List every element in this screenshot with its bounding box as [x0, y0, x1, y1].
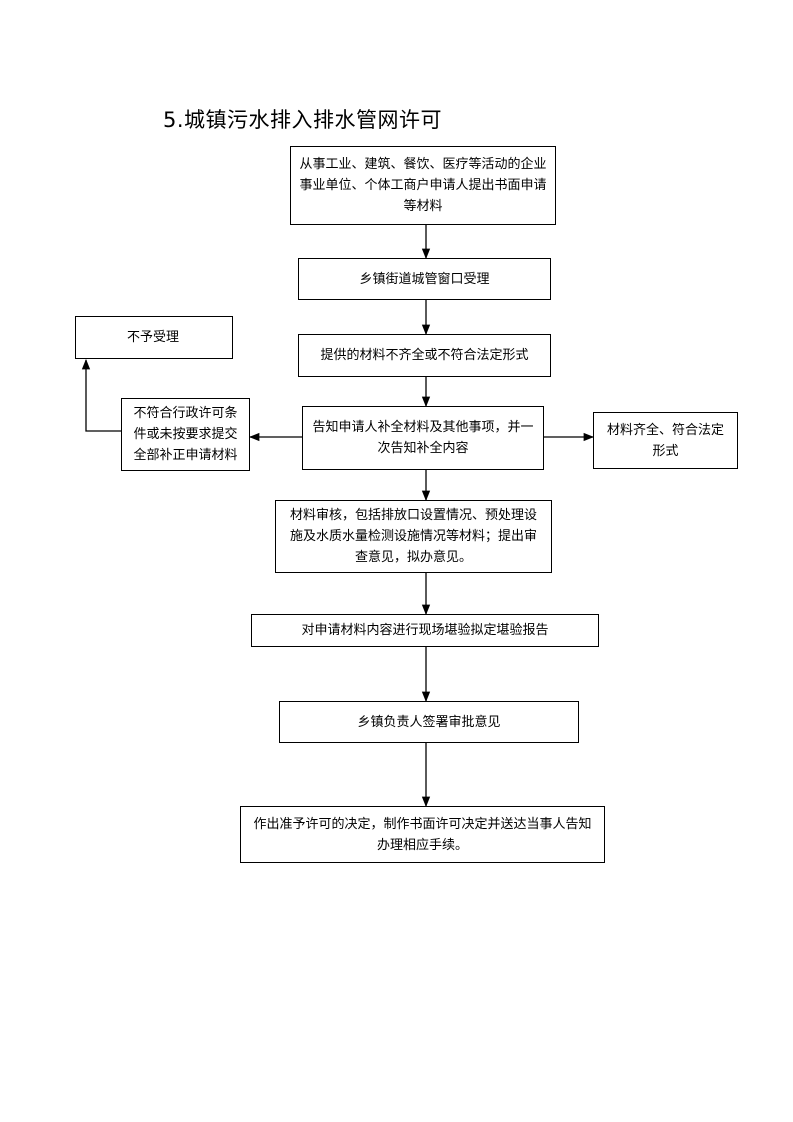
node-apply: 从事工业、建筑、餐饮、医疗等活动的企业事业单位、个体工商户申请人提出书面申请等材…: [290, 146, 556, 225]
node-reject-text: 不予受理: [127, 330, 180, 345]
node-decide: 作出准予许可的决定，制作书面许可决定并送达当事人告知办理相应手续。: [240, 806, 605, 863]
node-notqualified: 不符合行政许可条件或未按要求提交全部补正申请材料: [121, 398, 250, 471]
node-decide-text: 作出准予许可的决定，制作书面许可决定并送达当事人告知办理相应手续。: [253, 816, 592, 853]
node-accept: 乡镇街道城管窗口受理: [298, 258, 551, 300]
arrow-notqualified-to-reject: [81, 358, 121, 432]
node-reject: 不予受理: [75, 316, 233, 359]
node-review: 材料审核，包括排放口设置情况、预处理设施及水质水量检测设施情况等材料；提出审查意…: [275, 500, 552, 573]
node-notqualified-text: 不符合行政许可条件或未按要求提交全部补正申请材料: [133, 406, 238, 463]
node-incomplete: 提供的材料不齐全或不符合法定形式: [298, 334, 551, 377]
node-review-text: 材料审核，包括排放口设置情况、预处理设施及水质水量检测设施情况等材料；提出审查意…: [289, 508, 537, 565]
node-inspect-text: 对申请材料内容进行现场堪验拟定堪验报告: [301, 623, 549, 638]
node-incomplete-text: 提供的材料不齐全或不符合法定形式: [320, 348, 529, 363]
node-complete-text: 材料齐全、符合法定形式: [606, 422, 724, 459]
node-sign: 乡镇负责人签署审批意见: [279, 701, 579, 743]
node-notify: 告知申请人补全材料及其他事项，并一次告知补全内容: [302, 406, 544, 470]
node-complete: 材料齐全、符合法定形式: [593, 412, 738, 469]
node-accept-text: 乡镇街道城管窗口受理: [359, 271, 490, 287]
node-sign-text: 乡镇负责人签署审批意见: [357, 714, 501, 730]
node-apply-text: 从事工业、建筑、餐饮、医疗等活动的企业事业单位、个体工商户申请人提出书面申请等材…: [299, 157, 547, 214]
node-notify-text: 告知申请人补全材料及其他事项，并一次告知补全内容: [312, 420, 534, 456]
node-inspect: 对申请材料内容进行现场堪验拟定堪验报告: [251, 614, 599, 647]
page-title: 5.城镇污水排入排水管网许可: [163, 108, 443, 132]
